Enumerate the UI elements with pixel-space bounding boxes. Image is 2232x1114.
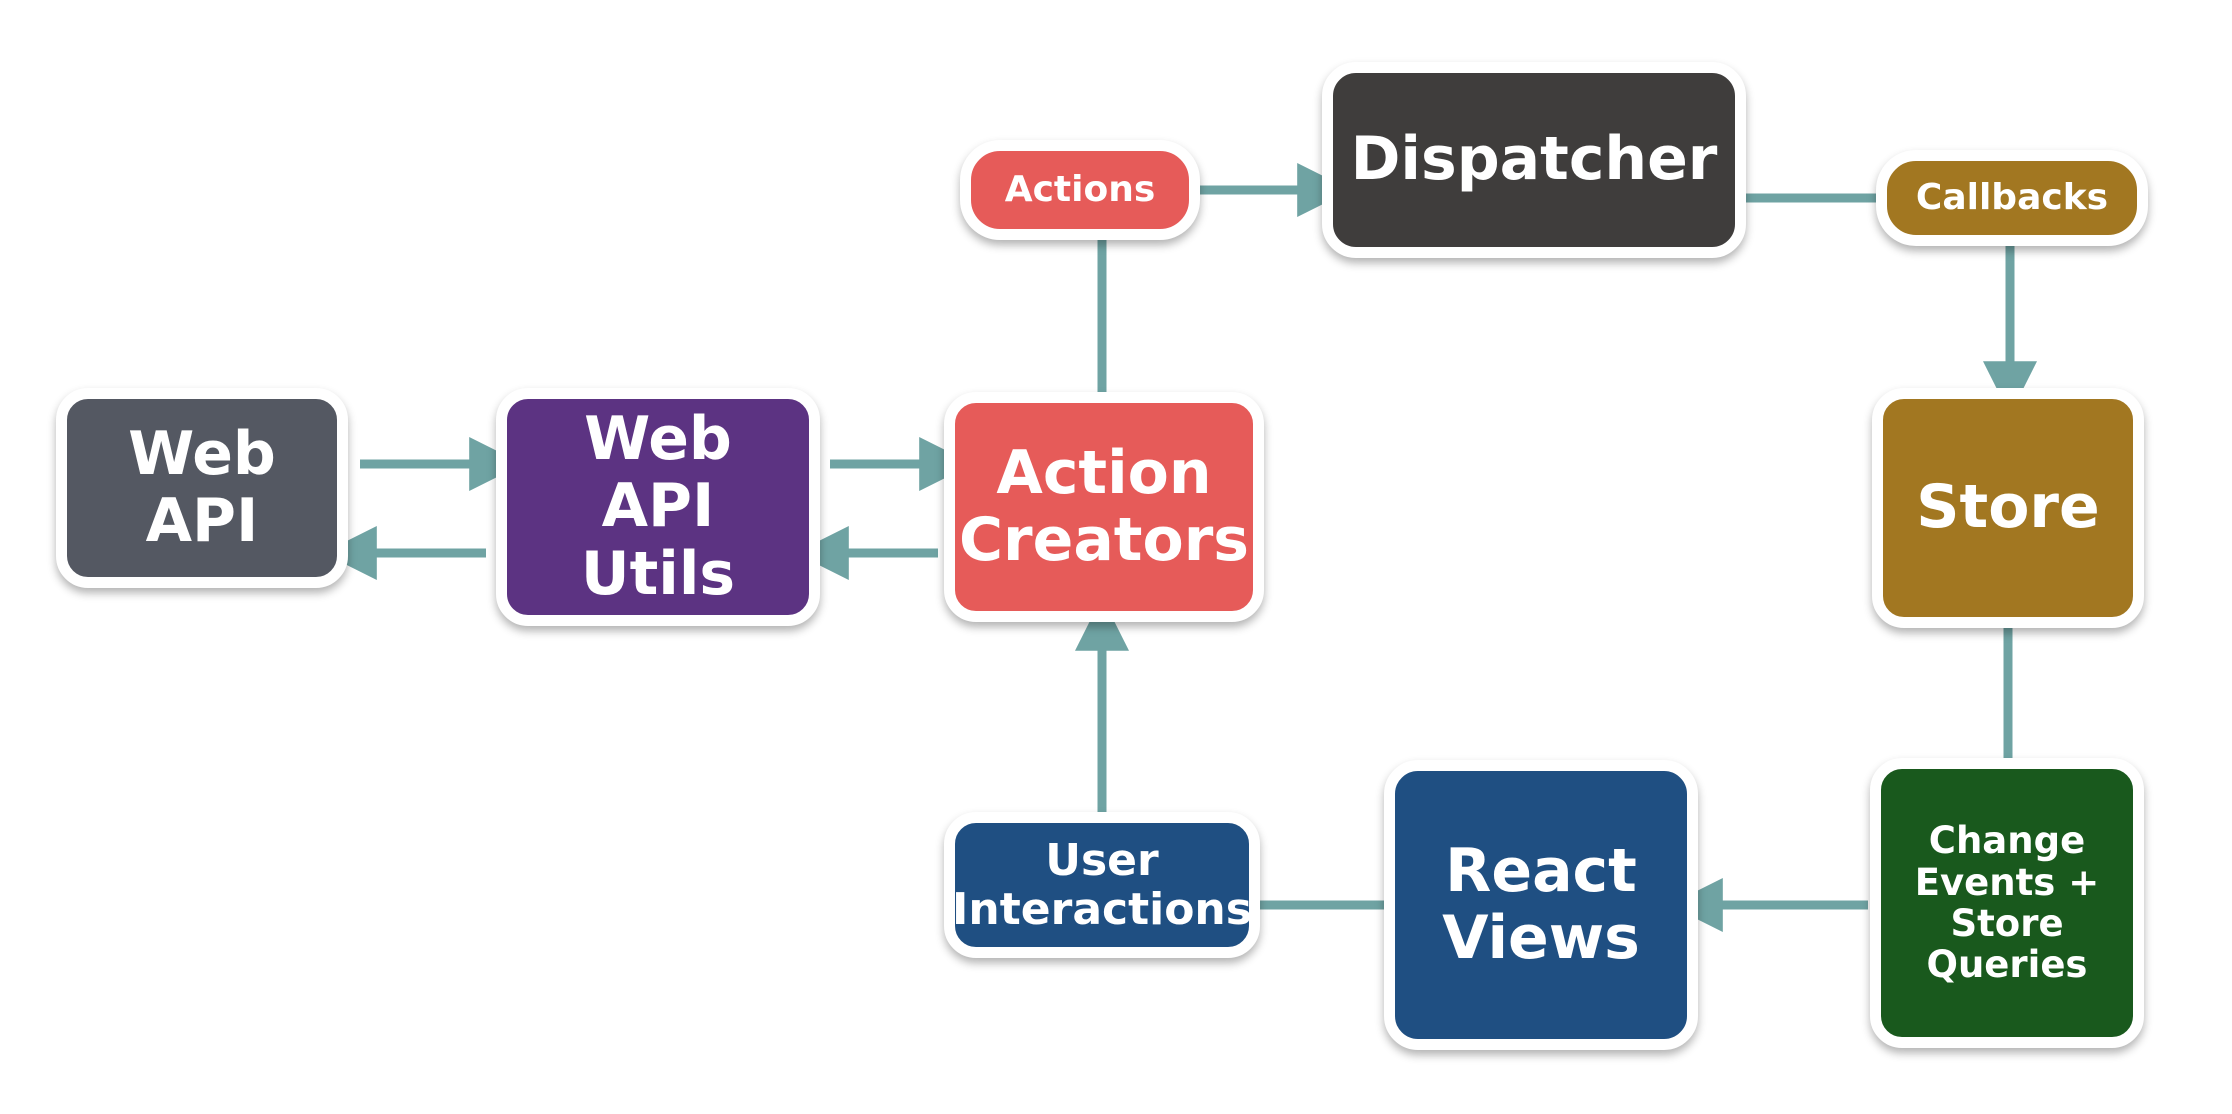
node-store-label: Store xyxy=(1916,472,2100,543)
node-callbacks-label: Callbacks xyxy=(1915,176,2109,218)
node-web-api-label: Web API xyxy=(128,418,276,556)
node-dispatcher-label: Dispatcher xyxy=(1350,124,1718,195)
node-user-interactions-label: User Interactions xyxy=(952,834,1252,935)
node-actions[interactable]: Actions xyxy=(960,140,1200,240)
node-store[interactable]: Store xyxy=(1872,388,2144,628)
node-actions-label: Actions xyxy=(1004,168,1156,210)
node-change-events[interactable]: Change Events + Store Queries xyxy=(1870,758,2144,1048)
node-web-api-utils[interactable]: Web API Utils xyxy=(496,388,820,626)
node-action-creators-label: Action Creators xyxy=(959,437,1250,575)
node-web-api[interactable]: Web API xyxy=(56,388,348,588)
node-react-views-label: React Views xyxy=(1442,835,1640,973)
node-dispatcher[interactable]: Dispatcher xyxy=(1322,62,1746,258)
node-callbacks[interactable]: Callbacks xyxy=(1876,150,2148,246)
node-action-creators[interactable]: Action Creators xyxy=(944,392,1264,622)
node-user-interactions[interactable]: User Interactions xyxy=(944,812,1260,958)
node-react-views[interactable]: React Views xyxy=(1384,760,1698,1050)
node-change-events-label: Change Events + Store Queries xyxy=(1914,819,2100,987)
node-web-api-utils-label: Web API Utils xyxy=(580,404,736,609)
